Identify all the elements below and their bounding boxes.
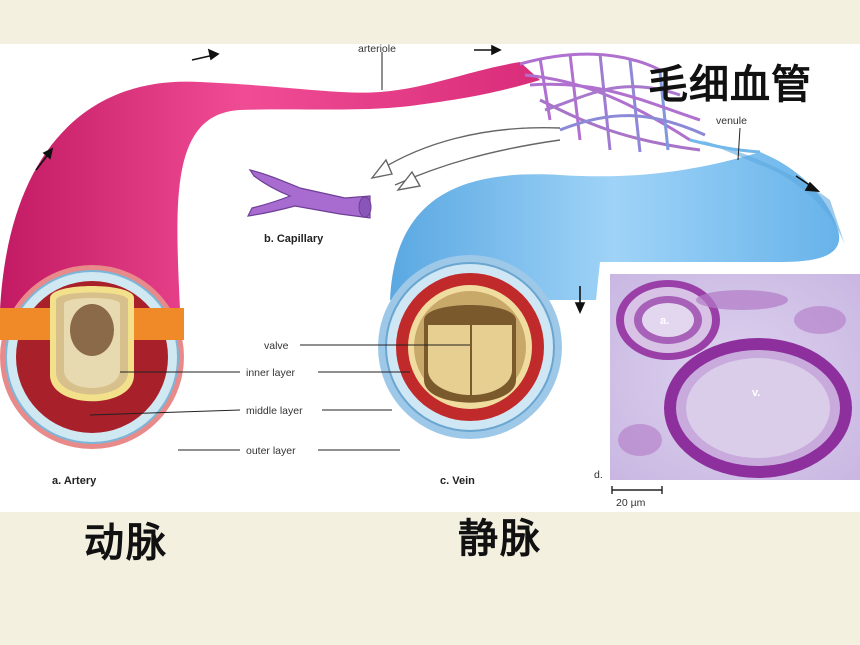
vessel-diagram: arteriole venule b. Capillary valve inne… xyxy=(0,43,860,509)
capillary-caption-cn: 毛细血管 xyxy=(648,62,812,108)
vein-caption: c. Vein xyxy=(440,475,475,487)
micro-vein-label: v. xyxy=(752,387,760,399)
vein-caption-cn: 静脉 xyxy=(458,516,542,562)
venule-label: venule xyxy=(716,115,747,127)
capillary-detail xyxy=(246,169,372,219)
artery-caption: a. Artery xyxy=(52,475,97,487)
capillary-pointer-arrows xyxy=(370,127,561,192)
vein-cross-section xyxy=(378,255,562,439)
leader-lines xyxy=(89,52,741,451)
valve-label: valve xyxy=(264,340,289,352)
scale-bar-label: 20 µm xyxy=(616,497,646,509)
capillary-label: b. Capillary xyxy=(264,233,324,245)
artery-tube xyxy=(0,62,540,310)
flow-arrows xyxy=(35,44,821,314)
micro-artery-label: a. xyxy=(660,315,669,327)
micrograph-panel xyxy=(610,274,860,494)
artery-caption-cn: 动脉 xyxy=(84,520,168,566)
blood-vessel-figure: arteriole venule b. Capillary valve inne… xyxy=(0,43,860,512)
arteriole-label: arteriole xyxy=(358,44,396,55)
capillary-network xyxy=(519,52,761,154)
middle-layer-label: middle layer xyxy=(246,405,303,417)
micro-panel-label: d. xyxy=(594,469,603,481)
artery-cross-section xyxy=(0,265,184,449)
outer-layer-label: outer layer xyxy=(246,445,296,457)
inner-layer-label: inner layer xyxy=(246,367,296,379)
